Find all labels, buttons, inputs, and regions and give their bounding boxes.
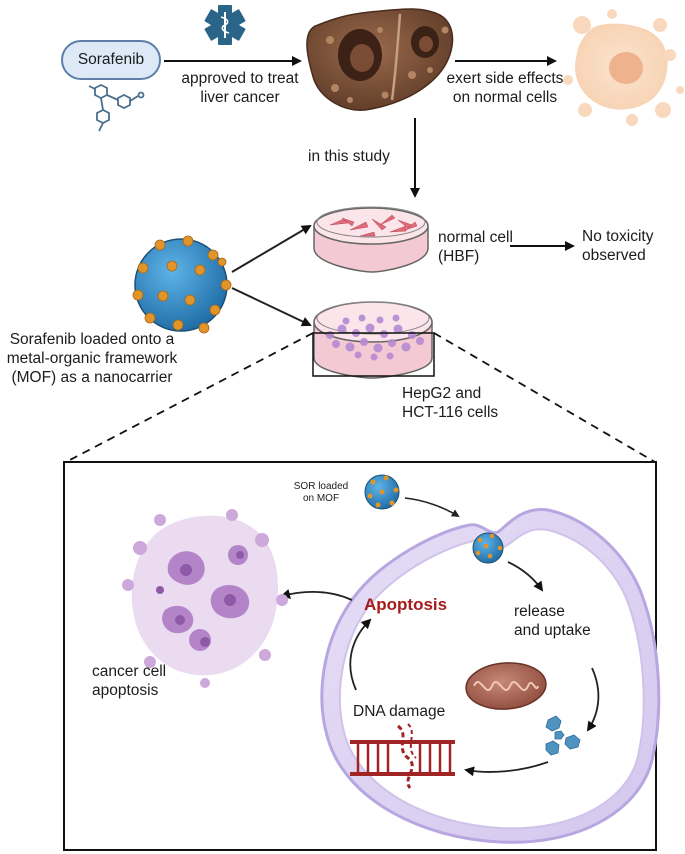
arrow-to-dead-cell xyxy=(280,589,353,601)
this-study-label: in this study xyxy=(308,148,390,165)
petri-dish-icon xyxy=(313,206,429,273)
mitochondrion-icon xyxy=(465,662,547,710)
normal-cell-label: normal cell (HBF) xyxy=(438,229,513,265)
sor-mof-label: SOR loaded on MOF xyxy=(293,481,349,504)
zoom-line-right xyxy=(433,332,656,463)
medical-star-icon xyxy=(204,5,246,45)
approved-label: approved to treat liver cancer xyxy=(181,70,299,106)
release-uptake-label: release and uptake xyxy=(514,603,591,639)
arrow-to-apoptosis xyxy=(349,618,372,691)
no-toxicity-label: No toxicity observed xyxy=(582,228,654,264)
arrow-to-protein xyxy=(586,667,600,732)
mof-description-label: Sorafenib loaded onto a metal-organic fr… xyxy=(6,331,178,386)
cancer-apoptosis-label: cancer cell apoptosis xyxy=(92,663,167,699)
protein-icon xyxy=(545,715,581,756)
side-effects-label: exert side effects on normal cells xyxy=(446,70,564,106)
dna-icon xyxy=(350,723,455,789)
cancer-lines-label: HepG2 and HCT-116 cells xyxy=(402,385,499,421)
arrow-to-dna xyxy=(464,761,549,777)
arrow-to-cancer-dish xyxy=(231,287,312,327)
liver-icon xyxy=(306,8,454,111)
arrow-to-normal-dish xyxy=(231,224,312,273)
dna-damage-label: DNA damage xyxy=(353,703,446,720)
molecule-icon xyxy=(88,83,145,132)
damaged-cell-icon xyxy=(563,9,684,126)
cancer-petri-dish xyxy=(313,301,433,379)
apoptosis-label: Apoptosis xyxy=(364,595,448,614)
sorafenib-label: Sorafenib xyxy=(77,51,145,68)
arrow-release xyxy=(507,561,544,592)
sorafenib-pill: Sorafenib xyxy=(61,40,161,80)
zoom-line-left xyxy=(65,332,314,463)
internalized-mof xyxy=(472,532,504,564)
arrow-mof-to-cell xyxy=(404,497,460,518)
mof-nanoparticle-icon xyxy=(132,235,232,334)
sor-mof-particle xyxy=(364,474,400,510)
zoom-box xyxy=(312,332,435,377)
apoptotic-cell-icon xyxy=(122,509,288,688)
